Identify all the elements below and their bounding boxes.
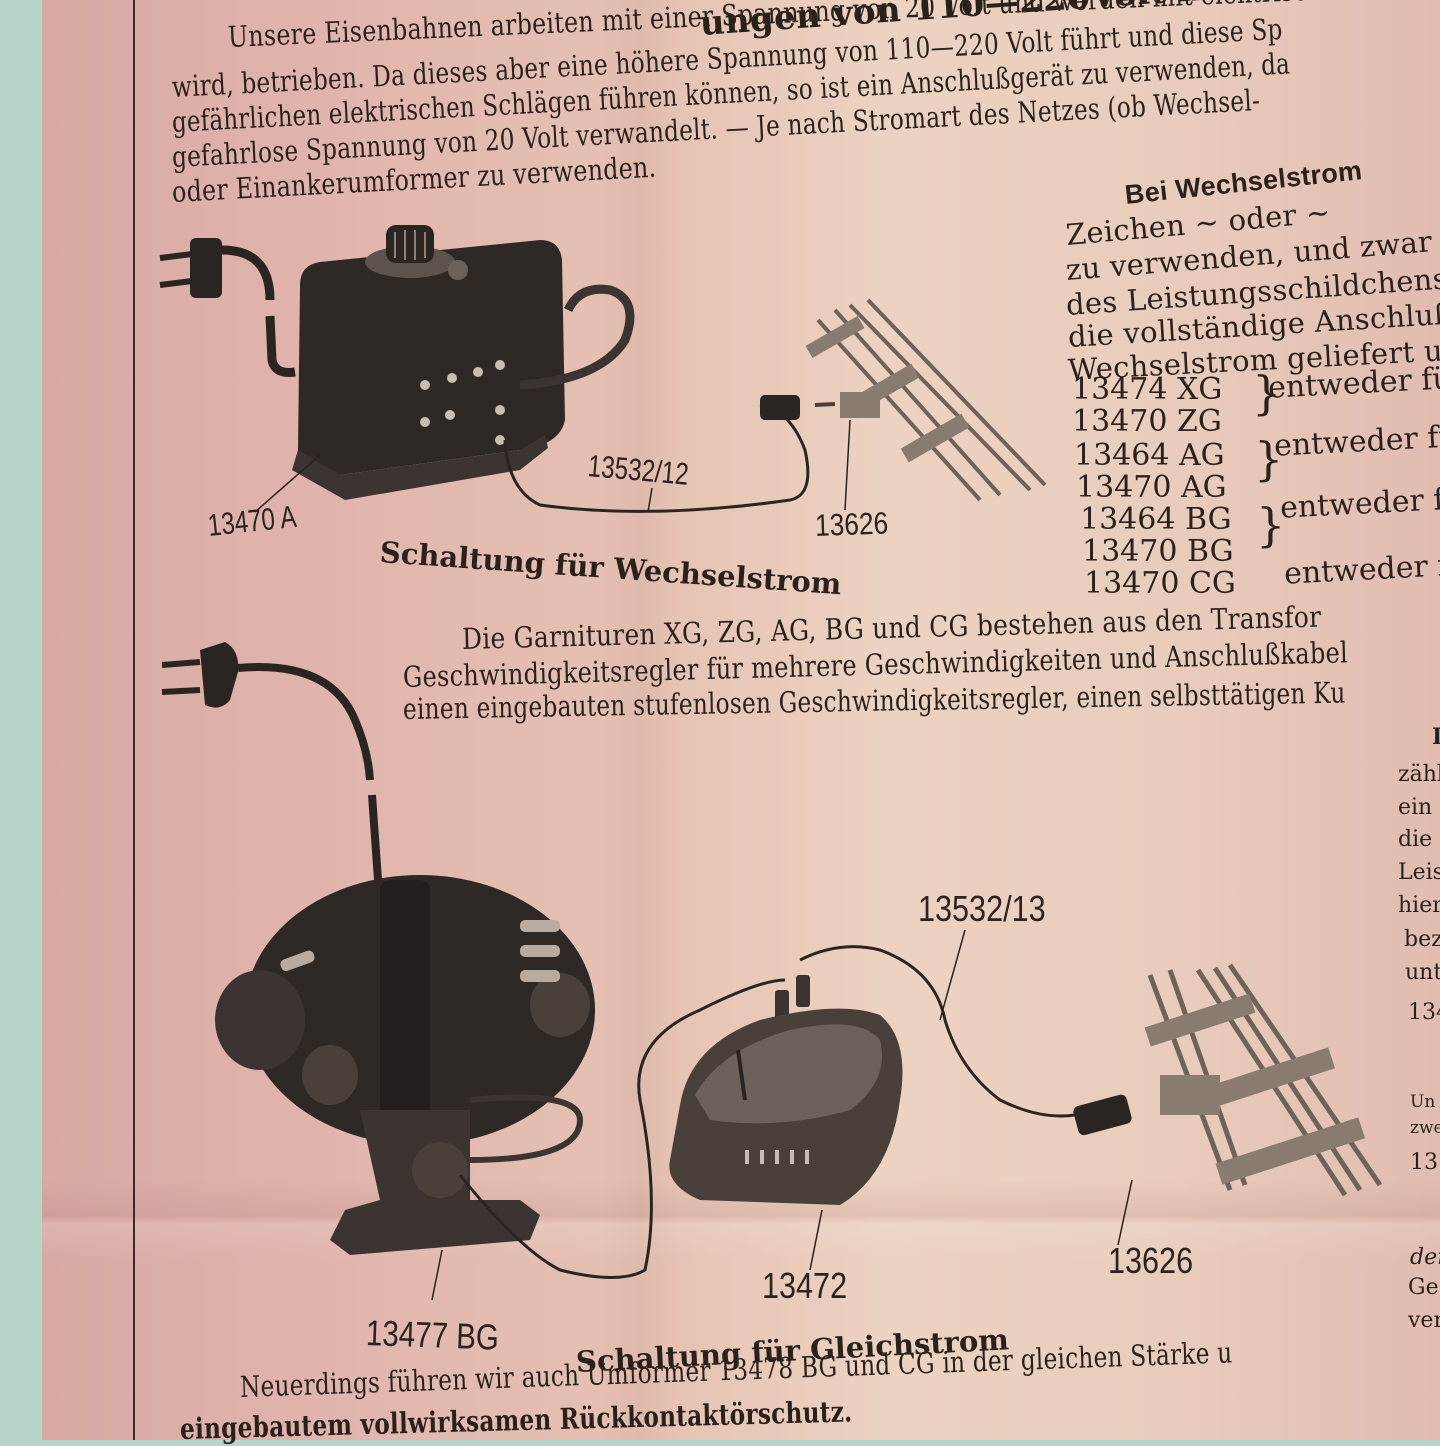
model-code: 13470 CG [1084,566,1236,601]
model-code: 13470 BG [1082,534,1234,569]
label-track-dc: 13626 [1108,1240,1194,1281]
right-column-fragment: hier [1398,893,1440,918]
right-column-fragment: zwe [1410,1118,1440,1138]
margin-rule [133,0,135,1440]
right-column-fragment: unt [1405,960,1440,985]
right-column-fragment: ver [1408,1308,1440,1333]
right-column-fragment: 13 [1410,1150,1438,1175]
brace-icon: } [1254,432,1284,486]
right-column-fragment: Un [1410,1092,1436,1112]
right-column-fragment: bezi [1404,927,1440,952]
paper-fold-vertical [600,0,680,1440]
right-column-fragment: der [1410,1245,1440,1270]
model-code: 13464 BG [1080,502,1232,537]
right-column-fragment: die [1398,827,1433,852]
right-column-fragment: ein [1398,795,1433,820]
right-column-fragment: zähl [1398,762,1440,787]
right-column-fragment: 134 [1408,1000,1440,1025]
model-code: 13470 AG [1076,470,1227,505]
label-cable-dc: 13532/13 [918,888,1046,929]
model-code: 13474 XG [1072,372,1223,407]
right-column-fragment: Ge [1408,1275,1439,1300]
right-column-fragment: Leis [1398,860,1440,885]
label-regulator: 13472 [762,1265,848,1306]
model-code: 13470 ZG [1072,404,1222,439]
brace-icon: } [1252,366,1282,420]
right-column-fragment: I [1432,724,1440,750]
brace-icon: } [1256,498,1286,552]
model-code: 13464 AG [1074,438,1225,473]
label-converter: 13477 BG [365,1312,500,1358]
